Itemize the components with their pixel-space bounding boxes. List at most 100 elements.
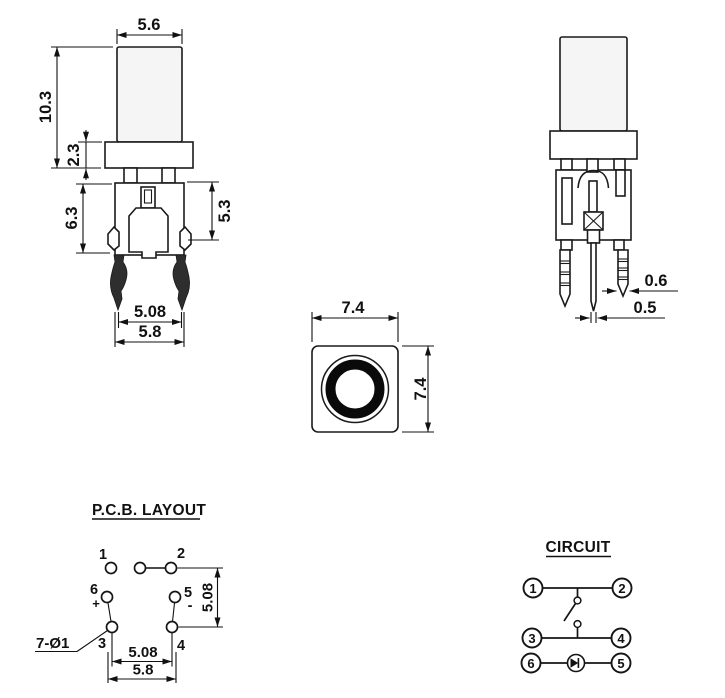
- side-cap: [559, 36, 628, 132]
- pcb-hole-1: [104, 561, 118, 575]
- side-foot-left: [560, 239, 573, 251]
- circuit-terminal-1: [522, 577, 544, 599]
- dim-body-width-label: 5.8: [139, 323, 162, 341]
- side-stem-inner: [588, 180, 598, 213]
- side-dome: [577, 169, 610, 189]
- side-pin-center: [590, 242, 597, 312]
- dim-flange-height-label: 2.3: [65, 144, 83, 167]
- front-plunger-detail: [143, 189, 153, 204]
- circuit-terminal-1-label: 1: [529, 581, 536, 596]
- pcb-hole-6: [100, 590, 114, 604]
- side-peg-right: [613, 158, 626, 171]
- front-peg-left: [123, 167, 138, 184]
- front-dim-pin-pitch: 5.08: [117, 303, 183, 328]
- top-dim-width: 7.4: [311, 299, 399, 342]
- front-clip-left: [107, 225, 120, 252]
- front-cap: [116, 46, 183, 143]
- pcb-hole-note-label: 7-Ø1: [36, 635, 69, 652]
- pcb-pitch-v-label: 5.08: [199, 583, 216, 612]
- front-clip-right: [179, 225, 192, 252]
- front-dim-body-right: 5.3: [187, 181, 234, 241]
- top-body-outline: [311, 345, 399, 433]
- front-housing: [128, 207, 169, 259]
- circuit-terminal-6: [520, 652, 542, 674]
- pcb-minus-sign: -: [188, 598, 193, 614]
- dim-total-height-label: 10.3: [37, 91, 55, 123]
- side-pin-right: [617, 249, 629, 299]
- pcb-title: P.C.B. LAYOUT: [92, 502, 206, 519]
- pcb-link-right: [171, 602, 176, 622]
- side-foot-right: [613, 239, 625, 251]
- side-pin-left-notches: [560, 260, 570, 287]
- side-view: 0.6 0.5: [549, 36, 678, 323]
- circuit-terminal-6-label: 6: [527, 656, 534, 671]
- circuit-terminal-5: [610, 652, 632, 674]
- pcb-pin-2-label: 2: [177, 546, 185, 562]
- side-dim-pin-width: 0.6: [602, 272, 678, 294]
- circuit-terminal-5-label: 5: [617, 656, 624, 671]
- front-dim-cap-width: 5.6: [116, 16, 183, 44]
- pcb-pin-6-label: 6: [90, 582, 98, 598]
- dim-body-left-label: 6.3: [63, 207, 81, 230]
- pcb-link-left: [107, 602, 112, 622]
- top-button-ring: [325, 359, 385, 419]
- dim-top-width-label: 7.4: [342, 299, 366, 317]
- front-leg-right: [172, 254, 190, 312]
- front-dim-total-height: 10.3: [37, 46, 113, 169]
- top-view: 7.4 7.4: [311, 299, 434, 433]
- side-dim-center-pin-width: 0.5: [575, 299, 665, 323]
- pcb-pitch-h-label: 5.08: [128, 644, 157, 661]
- side-pin-right-notches: [618, 258, 628, 281]
- side-stem-top: [586, 158, 599, 173]
- circuit-terminal-3-label: 3: [528, 631, 535, 646]
- pcb-layout: P.C.B. LAYOUT 1 2 6 + 5 - 3 4 7-Ø1 5: [35, 502, 223, 683]
- side-flange: [549, 130, 638, 160]
- side-pin-left: [559, 249, 571, 309]
- pcb-dim-pitch-v: 5.08: [177, 567, 223, 628]
- side-peg-left: [560, 158, 573, 171]
- pcb-pin-4-label: 4: [177, 638, 185, 654]
- circuit-led-symbol: [566, 653, 586, 673]
- pcb-plus-sign: +: [92, 596, 100, 611]
- dim-body-right-label: 5.3: [216, 200, 234, 223]
- pcb-hole-4: [165, 620, 179, 634]
- front-dim-body-left: 6.3: [63, 183, 112, 254]
- pcb-pin-1-label: 1: [99, 547, 107, 563]
- top-dim-height: 7.4: [402, 345, 434, 433]
- dim-pin-width-label: 0.6: [645, 272, 668, 290]
- pcb-pin-3-label: 3: [98, 636, 106, 652]
- front-dim-body-width: 5.8: [114, 312, 185, 347]
- pcb-hole-5: [168, 590, 182, 604]
- dim-pin-pitch-label: 5.08: [134, 303, 166, 321]
- circuit-terminal-2-label: 2: [618, 581, 625, 596]
- front-leg-left: [110, 254, 128, 312]
- front-flange: [104, 141, 194, 169]
- dim-top-height-label: 7.4: [412, 377, 430, 401]
- circuit-terminal-4-label: 4: [617, 631, 625, 646]
- front-dim-flange-height: 2.3: [65, 130, 102, 180]
- circuit-title: CIRCUIT: [546, 539, 611, 556]
- front-peg-right: [161, 167, 176, 184]
- pcb-hole-center-top: [133, 561, 147, 575]
- pcb-dim-pitch-h: 5.08: [111, 633, 173, 667]
- circuit-diagram: CIRCUIT 1 2 3 4 6 5: [520, 539, 633, 674]
- top-button-outer-circle: [320, 354, 390, 424]
- front-view: 5.6 10.3 2.3 6.3 5.3: [37, 16, 234, 347]
- circuit-terminal-4: [610, 627, 632, 649]
- circuit-switch-lever: [563, 603, 577, 622]
- pcb-hole-3: [105, 620, 119, 634]
- pcb-body-width-label: 5.8: [133, 662, 154, 679]
- pcb-dim-body-width: 5.8: [107, 652, 177, 683]
- dim-center-pin-width-label: 0.5: [634, 299, 657, 317]
- pcb-pin-5-label: 5: [184, 585, 192, 601]
- side-plate-right: [615, 169, 626, 197]
- dim-cap-width-label: 5.6: [138, 16, 161, 34]
- circuit-terminal-2: [611, 577, 633, 599]
- side-crimp-lower: [586, 229, 601, 244]
- circuit-switch-contact-bottom: [573, 619, 582, 629]
- side-crimp-x2: [583, 211, 604, 231]
- circuit-switch-contact-top: [573, 596, 582, 605]
- pcb-hole-2: [164, 561, 178, 575]
